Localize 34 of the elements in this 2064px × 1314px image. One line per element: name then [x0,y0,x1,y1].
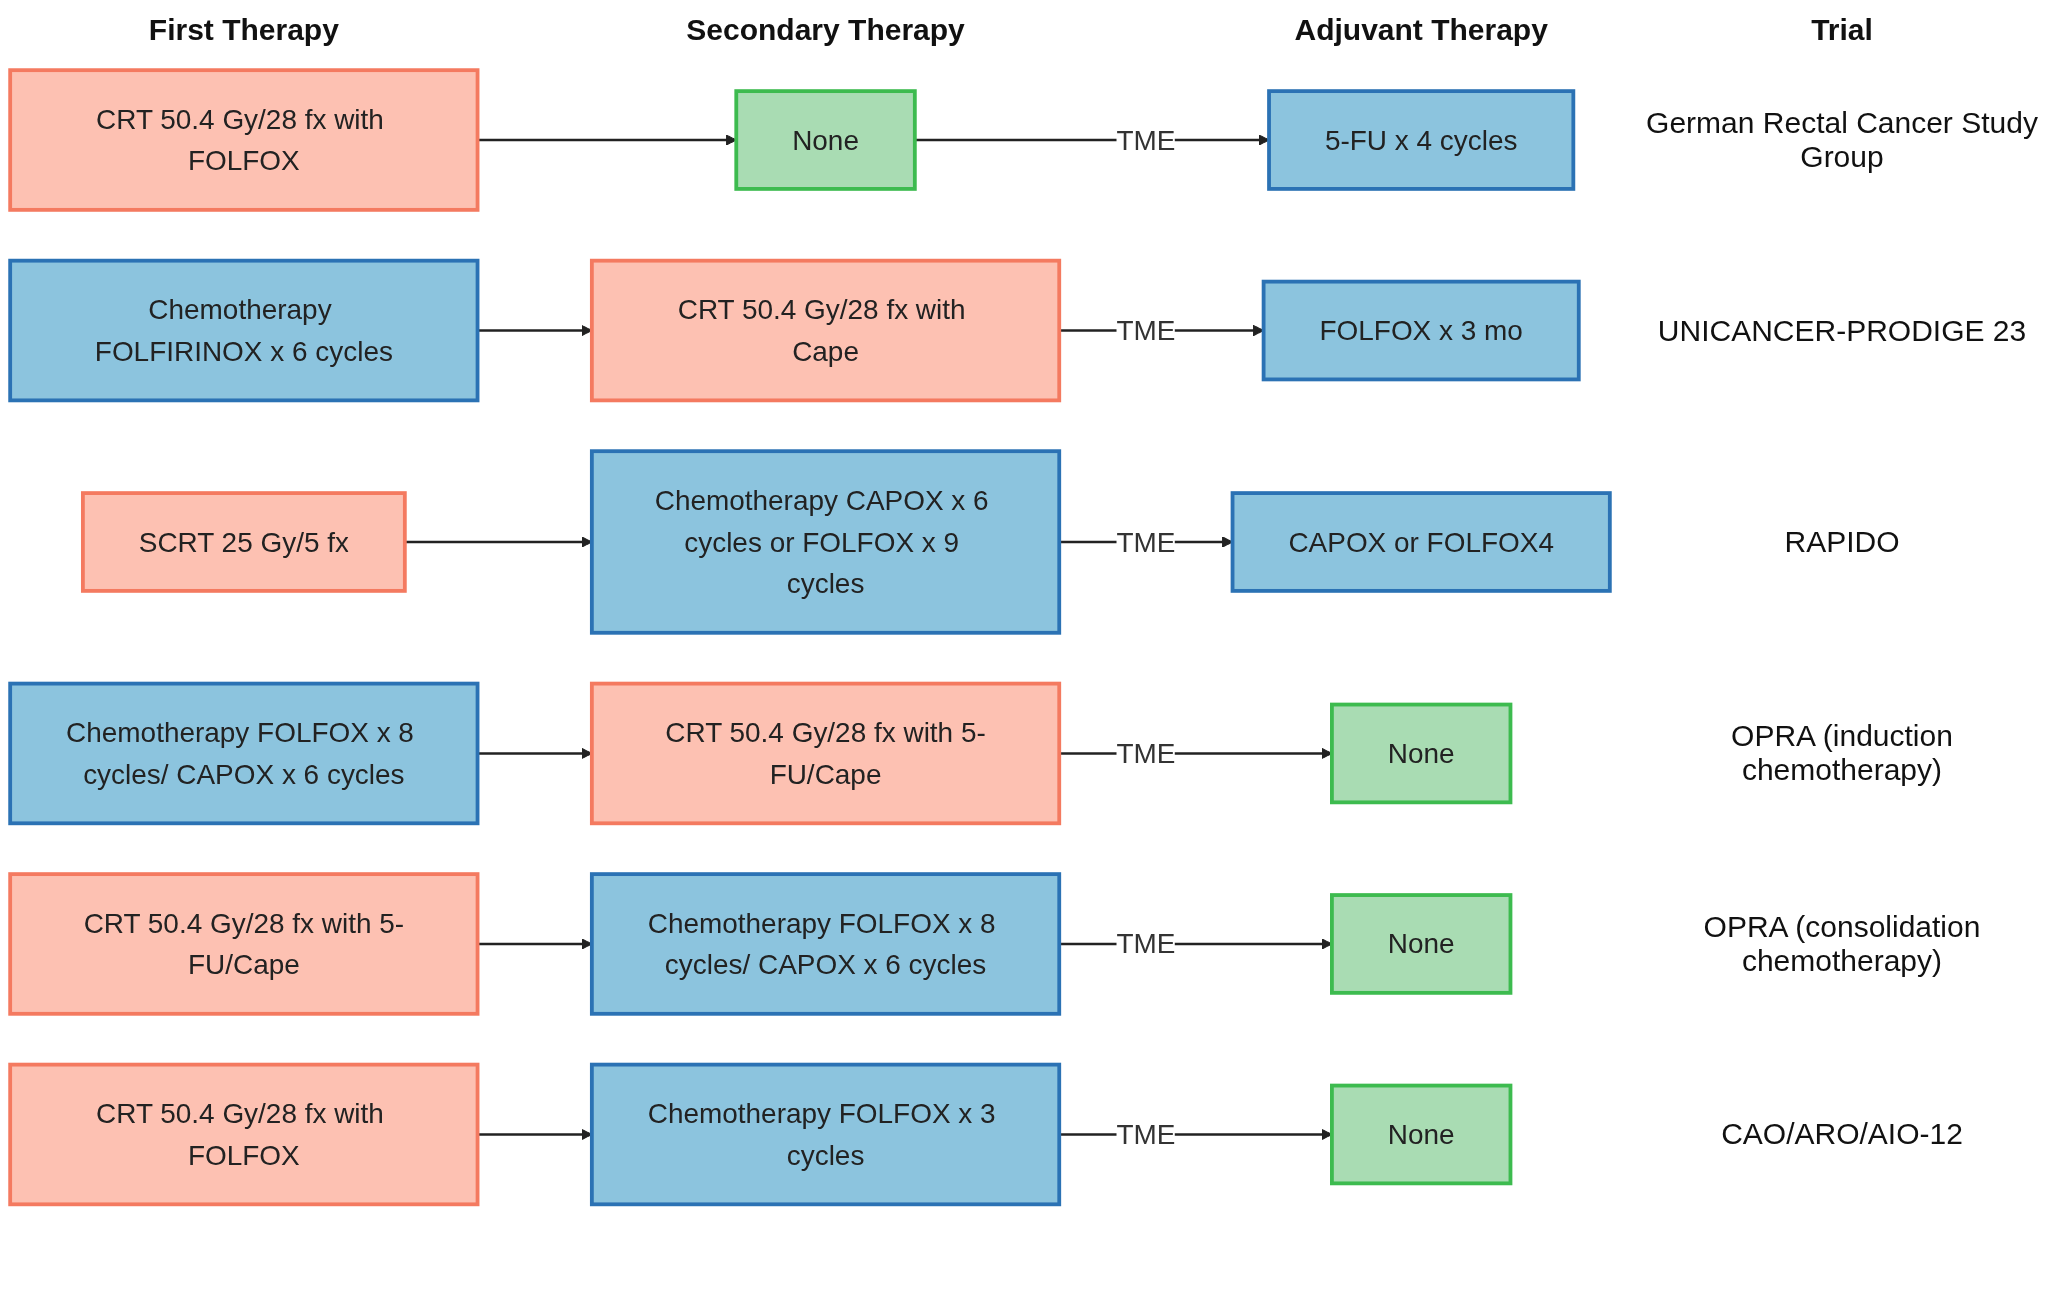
node-box: None [1330,702,1513,805]
node-box: FOLFOX x 3 mo [1261,279,1581,382]
node-box: None [1330,1083,1513,1186]
column-header: Adjuvant Therapy [1294,13,1548,47]
edge-label: TME [1116,737,1176,770]
node-box: CRT 50.4 Gy/28 fx with FOLFOX [8,68,480,212]
node-box: Chemotherapy FOLFOX x 8 cycles/ CAPOX x 6 cycles [8,681,480,826]
node-box: Chemotherapy FOLFOX x 3 cycles [589,1062,1062,1207]
node-box: Chemotherapy CAPOX x 6 cycles or FOLFOX x 9 cycles [589,449,1062,635]
node-box: SCRT 25 Gy/5 fx [81,491,407,593]
column-header: First Therapy [148,13,339,47]
trial-name: German Rectal Cancer Study Group [1645,106,2039,174]
node-box: Chemotherapy FOLFOX x 8 cycles/ CAPOX x 6 cycles [589,872,1062,1016]
trial-name: CAO/ARO/AIO-12 [1720,1117,1964,1152]
node-box: CRT 50.4 Gy/28 fx with FOLFOX [8,1062,480,1207]
edge-label: TME [1116,314,1176,347]
node-box: CAPOX or FOLFOX4 [1230,491,1612,593]
node-box: CRT 50.4 Gy/28 fx with Cape [589,258,1062,403]
trial-name: RAPIDO [1783,525,1901,559]
trial-name: OPRA (induction chemotherapy) [1730,719,1954,788]
node-box: 5-FU x 4 cycles [1267,89,1576,191]
node-box: None [734,89,917,191]
column-header: Trial [1811,13,1873,47]
edge-label: TME [1116,526,1176,558]
trial-name: OPRA (consolidation chemotherapy) [1702,909,1982,978]
column-header: Secondary Therapy [686,13,965,47]
node-box: CRT 50.4 Gy/28 fx with 5-FU/Cape [589,681,1062,826]
node-box: CRT 50.4 Gy/28 fx with 5-FU/Cape [8,872,480,1016]
node-box: Chemotherapy FOLFIRINOX x 6 cycles [8,258,480,403]
edge-label: TME [1116,928,1176,960]
trial-name: UNICANCER-PRODIGE 23 [1656,313,2028,348]
node-box: None [1330,893,1513,995]
edge-label: TME [1116,1118,1176,1151]
edge-label: TME [1116,124,1176,156]
